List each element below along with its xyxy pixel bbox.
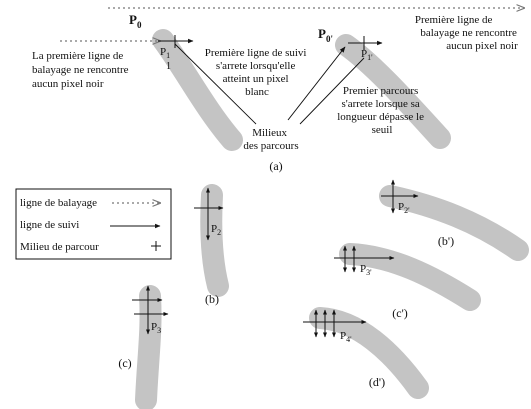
label-p3-prime: P3' [360, 263, 372, 277]
stroke-a-left [152, 29, 243, 151]
label-p1-prime: P1' [361, 48, 373, 62]
legend: ligne de balayage ligne de suivi Milieu … [15, 188, 172, 260]
pointer-milieu-right [299, 57, 365, 125]
part-a-left: P0 P1 1 La première ligne de balayage ne… [32, 12, 309, 125]
label-c: (c) [118, 356, 131, 370]
stroke-b-prime [379, 185, 529, 261]
label-p0-prime: P0' [318, 26, 333, 44]
pointer-milieu-left [174, 43, 257, 125]
part-b: P2 (b) [194, 187, 224, 306]
stroke-a-right [335, 34, 451, 149]
stroke-c [135, 285, 162, 409]
label-p3: P3 [151, 321, 161, 335]
legend-label-middle: Milieu de parcour [20, 241, 99, 253]
label-p1: P1 [160, 46, 170, 60]
part-c-prime: P3' (c') [334, 245, 408, 320]
label-p2-prime: P2' [398, 201, 410, 215]
annotation-left-first-scan: La première ligne de balayage ne rencont… [32, 50, 131, 90]
stroke-b [200, 184, 229, 297]
annotation-first-path: Premier parcours s'arrete lorsque sa lon… [337, 85, 427, 136]
label-c-prime: (c') [392, 306, 407, 320]
label-p2: P2 [211, 223, 221, 237]
stroke-c-prime [339, 243, 481, 311]
label-p1-small: 1 [166, 61, 171, 72]
label-p0: P0 [129, 12, 142, 30]
annotation-middle-paths: Milieux des parcours [243, 127, 298, 152]
part-b-prime: P2' (b') [381, 179, 454, 248]
label-p4-prime: P4' [340, 330, 352, 344]
part-c: P3 (c) [118, 285, 169, 370]
part-a-right: P0' P1' Première ligne de balayage ne re… [287, 14, 520, 136]
annotation-first-follow-line: Première ligne de suivi s'arrete lorsqu'… [205, 47, 309, 98]
label-b: (b) [205, 292, 219, 306]
label-b-prime: (b') [438, 234, 454, 248]
label-a: (a) [269, 159, 282, 173]
legend-plus-icon [151, 241, 161, 251]
legend-label-follow: ligne de suivi [20, 219, 79, 231]
gray-strokes [135, 29, 529, 409]
legend-box [15, 188, 172, 260]
label-d-prime: (d') [369, 375, 385, 389]
part-d-prime: P4' (d') [303, 309, 385, 389]
first-path-line [287, 46, 346, 121]
annotation-right-first-scan: Première ligne de balayage ne rencontre … [415, 14, 520, 52]
legend-label-scan: ligne de balayage [20, 197, 97, 209]
